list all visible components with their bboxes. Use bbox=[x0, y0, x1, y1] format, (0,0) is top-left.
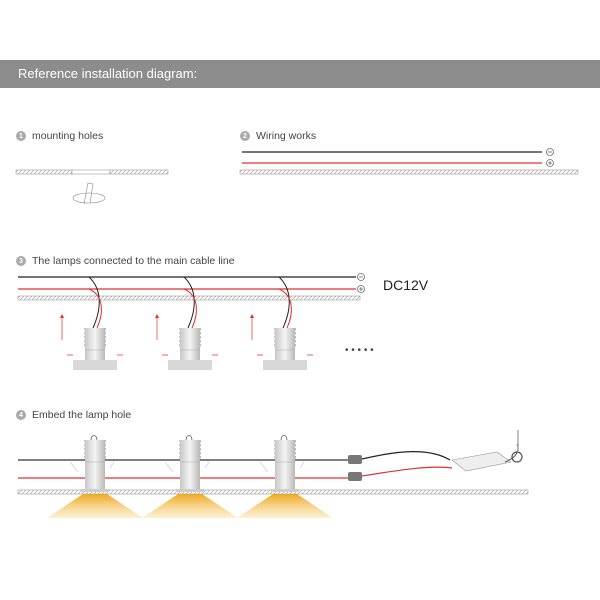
step-text: Embed the lamp hole bbox=[32, 409, 132, 421]
voltage-label: DC12V bbox=[383, 277, 429, 293]
step-2-label: 2 Wiring works bbox=[240, 130, 316, 142]
ceiling-with-hole bbox=[15, 169, 169, 205]
connector bbox=[348, 455, 362, 464]
step-3-label: 3 The lamps connected to the main cable l… bbox=[16, 255, 235, 267]
lamp-3 bbox=[250, 276, 313, 370]
step-text: The lamps connected to the main cable li… bbox=[32, 255, 235, 267]
step-4-label: 4 Embed the lamp hole bbox=[16, 409, 131, 421]
continuation-dots: • • • • • bbox=[345, 345, 374, 356]
step-number: 3 bbox=[16, 256, 26, 266]
light-beam bbox=[47, 494, 143, 518]
step-number: 4 bbox=[16, 410, 26, 420]
installed-lamp-3 bbox=[237, 435, 333, 518]
wiring-works bbox=[239, 148, 579, 175]
installed-lamp-2 bbox=[142, 435, 238, 518]
installed-lamp-1 bbox=[47, 435, 143, 518]
header-bar: Reference installation diagram: bbox=[0, 60, 600, 88]
header-title: Reference installation diagram: bbox=[18, 66, 198, 81]
lamp-1 bbox=[60, 276, 123, 370]
led-driver bbox=[451, 451, 512, 472]
step-number: 1 bbox=[16, 131, 26, 141]
light-beam bbox=[237, 494, 333, 518]
step-1-label: 1 mounting holes bbox=[16, 130, 103, 142]
step-text: Wiring works bbox=[256, 130, 317, 142]
connector bbox=[348, 472, 362, 481]
step-text: mounting holes bbox=[32, 130, 104, 142]
step-number: 2 bbox=[240, 131, 250, 141]
main-cable-line bbox=[17, 273, 365, 301]
light-beam bbox=[142, 494, 238, 518]
lamp-2 bbox=[155, 276, 218, 370]
